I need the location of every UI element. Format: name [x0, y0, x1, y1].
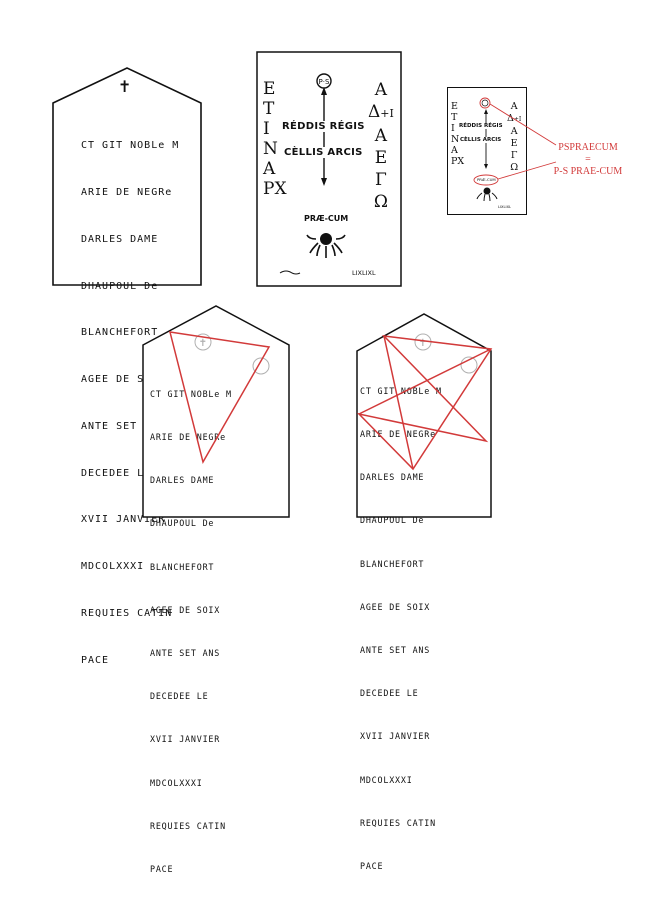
inscription-line: XVII JANVIER: [360, 731, 431, 742]
inscription-line: CT GIT NOBLe M: [360, 385, 442, 396]
inscription-line: DARLES DAME: [81, 233, 159, 245]
slab-letter: E: [263, 79, 276, 99]
slab-letter: Α: [374, 126, 388, 146]
slab-frame: P·S: [256, 51, 402, 287]
slab-letter: A: [451, 145, 458, 156]
annotation-line-1: PSPRAECUM: [558, 142, 618, 153]
inscription-line: AGEE DE SOIX: [360, 601, 431, 612]
tombstone-panel-top: ✝ CT GIT NOBLe M ARIE DE NEGRe DARLES DA…: [52, 67, 202, 666]
cross-icon: ✝: [118, 77, 132, 96]
svg-text:✝: ✝: [419, 338, 427, 349]
slab-right-extra: +I: [380, 107, 394, 120]
slab-letter: I: [263, 119, 270, 139]
slab-center-line-1: RÉDDIS RÉGIS: [282, 121, 365, 132]
inscription-line: XVII JANVIER: [150, 734, 221, 745]
slab-letter: E: [451, 101, 458, 112]
slab-letter: Ε: [374, 148, 388, 168]
inscription-line: XVII JANVIER: [81, 514, 166, 526]
slab-letter: N: [451, 134, 460, 145]
svg-text:P·S: P·S: [319, 78, 330, 86]
tombstone-panel-triangle: CT GIT NOBLe M ARIE DE NEGRe DARLES DAME…: [142, 305, 290, 874]
slab-letter: Γ: [375, 170, 387, 190]
small-slab-center-line-1: RÉDDIS RÉGIS: [459, 123, 503, 129]
inscription-line: CT GIT NOBLe M: [81, 140, 180, 152]
annotation-line-2: =: [585, 154, 591, 165]
slab-corner-number: LIXLIXL: [352, 269, 376, 277]
slab-letter: T: [451, 112, 458, 123]
small-slab-left-column: E T I N A PX: [451, 101, 464, 167]
inscription-line: DARLES DAME: [150, 475, 215, 486]
annotation-label: PSPRAECUM = P-S PRAE-CUM: [533, 142, 643, 178]
inscription-line: ANTE SET ANS: [360, 645, 431, 656]
slab-letter: Α: [510, 101, 518, 112]
slab-panel-small: E T I N A PX Α Δ+I Α Ε Γ Ω RÉDDIS RÉGIS …: [447, 87, 527, 215]
inscription-line: BLANCHEFORT: [150, 561, 215, 572]
inscription-line: DECEDEE LE: [360, 688, 419, 699]
slab-letter: N: [263, 139, 278, 159]
inscription-line: DHAUPOUL De: [81, 280, 159, 292]
slab-letter: X: [457, 156, 465, 167]
slab-letter: X: [274, 179, 287, 199]
inscription-line: ANTE SET ANS: [150, 648, 221, 659]
slab-letter: Δ: [368, 102, 381, 122]
slab-letter: Ε: [510, 138, 518, 149]
inscription-line: CT GIT NOBLe M: [150, 388, 232, 399]
slab-letter: A: [263, 159, 276, 179]
inscription-line: ARIE DE NEGRe: [360, 429, 436, 440]
inscription-line: REQUIES CATIN: [150, 820, 226, 831]
slab-letter: Ω: [510, 162, 519, 173]
svg-text:✝: ✝: [199, 338, 207, 349]
inscription-line: DARLES DAME: [360, 472, 425, 483]
inscription-line: DHAUPOUL De: [150, 518, 215, 529]
inscription-line: AGEE DE SOIX: [150, 604, 221, 615]
inscription-line: MDCOLXXXI: [150, 777, 203, 788]
slab-panel-large: P·S E T I N A P X Α Δ+I Α Ε Γ Ω RÉDDIS R…: [256, 51, 402, 287]
pentagram-overlay: ✝: [356, 333, 493, 471]
small-slab-center-line-2: CÈLLIS ARCIS: [460, 137, 502, 143]
small-slab-prae-cum: PRÆ-CUM: [477, 177, 496, 182]
slab-prae-cum: PRÆ-CUM: [304, 214, 349, 223]
slab-letter: P: [451, 156, 458, 167]
small-slab-corner-number: LIXLIXL: [498, 205, 512, 209]
slab-letter: Α: [374, 80, 388, 100]
inscription-line: DHAUPOUL De: [360, 515, 425, 526]
slab-letter: P: [263, 179, 275, 199]
inscription-line: ARIE DE NEGRe: [81, 186, 173, 198]
slab-letter: Γ: [510, 150, 518, 161]
slab-right-extra: +I: [513, 116, 522, 123]
triangle-overlay: ✝: [168, 331, 271, 464]
inscription-line: MDCOLXXXI: [81, 561, 145, 573]
slab-letter: Α: [510, 126, 518, 137]
inscription-line: DECEDEE LE: [150, 691, 209, 702]
tombstone-panel-star: CT GIT NOBLe M ARIE DE NEGRe DARLES DAME…: [356, 313, 493, 871]
slab-center-line-2: CÈLLIS ARCIS: [284, 147, 363, 158]
inscription-line: REQUIES CATIN: [360, 817, 436, 828]
inscription-line: BLANCHEFORT: [81, 327, 159, 339]
small-slab-right-column: Α Δ+I Α Ε Γ Ω: [507, 101, 521, 174]
inscription-line: ARIE DE NEGRe: [150, 432, 226, 443]
inscription-line: MDCOLXXXI: [360, 774, 413, 785]
slab-letter: T: [263, 99, 275, 119]
slab-letter: I: [451, 123, 455, 134]
slab-right-column: Α Δ+I Α Ε Γ Ω: [368, 79, 394, 213]
tombstone-triangle-outline: [142, 305, 290, 518]
slab-left-column: E T I N A P X: [263, 79, 287, 199]
inscription-line: BLANCHEFORT: [360, 558, 425, 569]
slab-letter: Δ: [507, 113, 514, 124]
inscription-line: PACE: [360, 861, 384, 872]
tombstone-outline: [52, 67, 202, 286]
inscription-line: PACE: [150, 864, 174, 875]
slab-letter: Ω: [373, 192, 388, 212]
annotation-line-3: P-S PRAE-CUM: [553, 166, 623, 177]
